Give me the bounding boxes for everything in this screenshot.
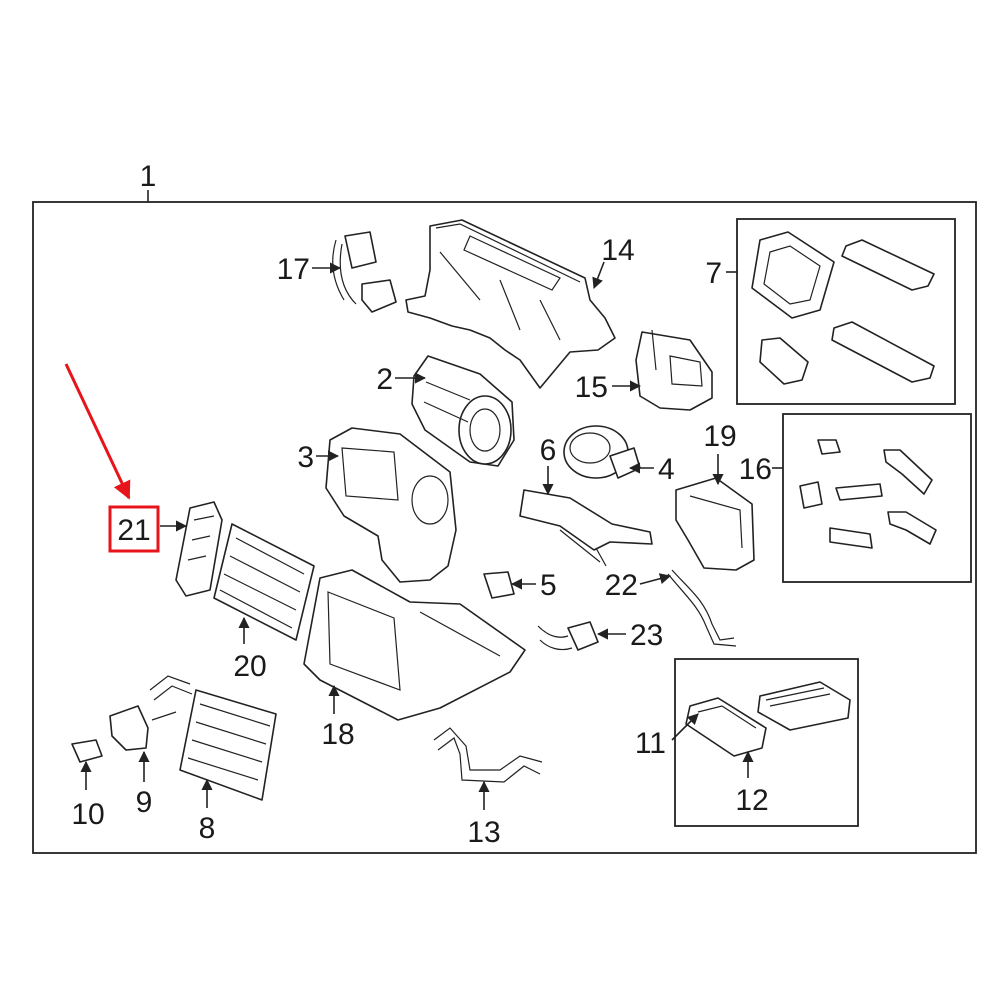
part-8-evaporator (179, 689, 277, 801)
callout-14: 14 (601, 234, 634, 267)
subframe-16 (782, 413, 972, 583)
leader-11 (671, 713, 699, 741)
part-16-sensors (799, 439, 937, 549)
part-4-blower-motor (563, 425, 641, 479)
part-7-seals (751, 231, 935, 385)
part-18-lower-case (303, 569, 526, 721)
part-22-tube (667, 569, 737, 647)
leader-22 (639, 573, 672, 585)
callout-6: 6 (540, 434, 557, 467)
part-20-cabin-filter (213, 523, 315, 641)
callout-5: 5 (540, 569, 557, 602)
callout-16: 16 (739, 453, 772, 486)
callout-4: 4 (658, 453, 675, 486)
part-11-filter-tray (685, 697, 767, 757)
part-3-heater-housing (325, 427, 457, 583)
callout-13: 13 (467, 816, 500, 849)
part-23-sensor (537, 621, 599, 651)
callout-9: 9 (136, 786, 153, 819)
part-6-linkage (519, 489, 653, 567)
subframe-7 (736, 218, 956, 405)
part-13-tubes (433, 727, 543, 783)
callout-17: 17 (277, 253, 310, 286)
callout-22: 22 (605, 569, 638, 602)
callout-1: 1 (140, 160, 157, 193)
callout-2: 2 (376, 363, 393, 396)
callout-11: 11 (635, 727, 666, 760)
callout-19: 19 (703, 420, 736, 453)
part-10-connector (71, 739, 103, 763)
part-17-actuator (332, 231, 397, 313)
part-9-bracket (109, 675, 193, 751)
part-2-blower-housing (411, 355, 515, 467)
assembly-frame (32, 201, 977, 854)
part-14-upper-duct (405, 219, 616, 389)
callout-8: 8 (199, 812, 216, 845)
callout-12: 12 (735, 784, 768, 817)
subframe-11 (674, 658, 859, 827)
callout-3: 3 (297, 441, 314, 474)
callout-10: 10 (71, 798, 104, 831)
callout-23: 23 (630, 619, 663, 652)
highlight-box (108, 505, 160, 553)
callout-18: 18 (321, 718, 354, 751)
part-12-filter-element (757, 681, 851, 731)
callout-21: 21 (117, 514, 150, 547)
callout-15: 15 (575, 371, 608, 404)
part-21-filter-frame (175, 501, 223, 597)
callout-20: 20 (233, 650, 266, 683)
highlight-arrow (64, 363, 131, 500)
callout-7: 7 (705, 257, 722, 290)
part-19-housing (675, 477, 755, 571)
part-15-actuator (635, 329, 713, 411)
leader-14 (592, 261, 605, 290)
part-5-connector (483, 571, 515, 599)
